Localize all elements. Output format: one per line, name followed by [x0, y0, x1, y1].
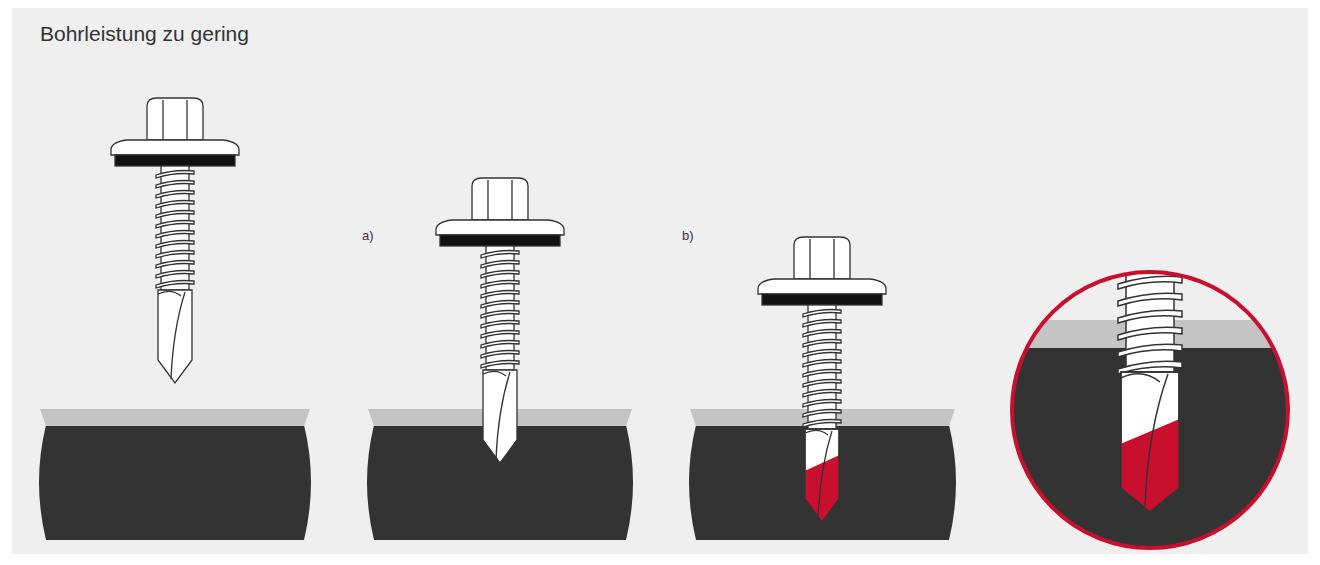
screw: [111, 98, 239, 383]
detail-view: [1012, 250, 1288, 565]
step-label: b): [682, 228, 694, 243]
material: [39, 409, 311, 540]
screw: [758, 237, 886, 524]
step-label: a): [362, 228, 374, 243]
detail-ring: [1012, 272, 1288, 548]
screw: [436, 178, 564, 463]
diagram-title: Bohrleistung zu gering: [40, 22, 249, 46]
material: [689, 409, 956, 540]
